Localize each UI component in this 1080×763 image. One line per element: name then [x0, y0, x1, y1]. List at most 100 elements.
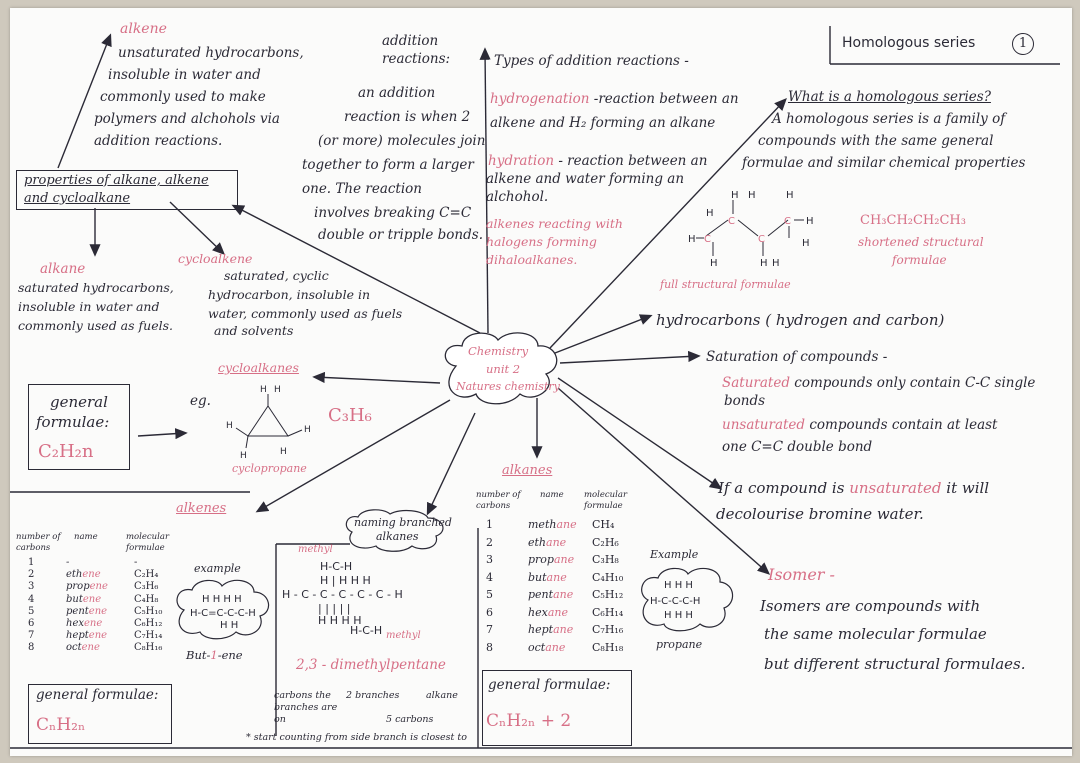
general-formula: C₂H₂n — [38, 441, 94, 462]
alkanes-col-number: number of carbons — [476, 490, 521, 511]
row-number: 3 — [486, 553, 493, 566]
hydrocarbons-word: hydrocarbons — [656, 311, 761, 329]
alkane-line: insoluble in water and — [18, 299, 160, 314]
row-name-stem: but — [528, 570, 547, 584]
row-name-stem: oct — [528, 640, 546, 654]
saturated-line2: bonds — [724, 393, 766, 409]
types-heading: Types of addition reactions - — [494, 53, 689, 69]
row-number: 4 — [486, 570, 493, 584]
row-name: ethane — [528, 536, 566, 551]
svg-text:H-C-H: H-C-H — [350, 624, 382, 637]
alkanes-col-formula: molecular formulae — [584, 490, 628, 511]
unsaturated-line2: one C=C double bond — [722, 439, 873, 455]
svg-text:H: H — [806, 216, 814, 227]
isomer-line: Isomers are compounds with — [760, 597, 981, 615]
alkane-example-cloud: H H H H-C-C-C-H H H H — [641, 567, 734, 632]
hydrocarbons-node: hydrocarbons ( hydrogen and carbon) — [656, 310, 944, 330]
page-number: 1 — [1012, 33, 1034, 55]
row-name: octene — [66, 641, 100, 655]
eg-label: eg. — [190, 393, 211, 409]
saturated-line: Saturated compounds only contain C-C sin… — [722, 374, 1035, 392]
row-name-stem: but — [66, 593, 83, 605]
center-line: Natures chemistry — [456, 380, 560, 393]
center-line: unit 2 — [486, 362, 521, 376]
alkene-line: addition reactions. — [94, 133, 223, 149]
hydration-line3: alchohol. — [486, 189, 549, 205]
svg-text:C: C — [784, 216, 791, 227]
svg-text:C: C — [704, 234, 711, 245]
row-formula: - — [134, 557, 138, 568]
svg-text:H H H: H H H — [664, 580, 693, 591]
row-name-suffix: ane — [546, 570, 567, 584]
row-name-suffix: ane — [546, 535, 567, 549]
alkanes-col-name: name — [540, 490, 564, 500]
methyl-left: methyl — [298, 544, 333, 555]
row-number: 2 — [28, 569, 35, 581]
svg-text:H: H — [240, 451, 247, 460]
addition-line: involves breaking C=C — [314, 205, 472, 221]
bromine-term: unsaturated — [849, 479, 942, 497]
row-formula: C₇H₁₆ — [592, 623, 624, 636]
row-name-stem: pent — [66, 605, 89, 617]
row-name-stem: hex — [528, 605, 548, 619]
svg-text:H: H — [274, 385, 281, 395]
row-name-suffix: ane — [553, 623, 574, 636]
row-name-stem: hex — [66, 618, 84, 629]
alkane-example-name: propane — [656, 638, 703, 651]
row-name-suffix: ane — [545, 640, 566, 654]
alkane-line: saturated hydrocarbons, — [18, 280, 174, 295]
row-name: heptane — [528, 623, 573, 638]
row-formula: CH₄ — [592, 518, 615, 531]
svg-text:H-C=C-C-C-H: H-C=C-C-C-H — [190, 608, 256, 619]
alkene-line: polymers and alchohols via — [94, 111, 280, 127]
row-number: 1 — [486, 518, 493, 531]
addition-line: (or more) molecules join — [318, 133, 486, 149]
row-number: 3 — [28, 581, 35, 593]
alkane-heading: alkane — [40, 261, 86, 277]
properties-line2: and cycloalkane — [24, 191, 131, 206]
row-number: 5 — [28, 605, 35, 617]
row-number: 6 — [486, 605, 493, 619]
branched-cloud-line: alkanes — [376, 530, 419, 543]
shortened-formula: CH₃CH₂CH₂CH₃ — [860, 213, 966, 228]
svg-text:C: C — [758, 234, 765, 245]
svg-text:H: H — [260, 385, 267, 395]
alkene-line: commonly used to make — [100, 89, 266, 105]
methyl-right: methyl — [386, 630, 421, 641]
row-name-suffix: ane — [556, 518, 577, 531]
halogen-line: halogens forming — [486, 234, 597, 249]
row-formula: C₈H₁₈ — [592, 640, 624, 654]
svg-text:H: H — [786, 190, 794, 201]
isomer-line: but different structural formulaes. — [764, 655, 1026, 673]
addition-heading: reactions: — [382, 51, 451, 67]
alkenes-general-box — [28, 684, 172, 744]
row-name-stem: oct — [66, 642, 82, 654]
hydration-term: hydration — [488, 153, 555, 169]
svg-text:H | H H H: H | H H H — [320, 574, 371, 587]
addition-line: double or tripple bonds. — [318, 227, 483, 243]
row-name-suffix: ene — [81, 642, 100, 654]
row-formula: C₂H₆ — [592, 535, 619, 549]
alkanes-general-label: general formulae: — [488, 677, 611, 693]
addition-heading: addition — [382, 33, 439, 49]
svg-text:H-C-H: H-C-H — [320, 560, 352, 573]
halogen-line: alkenes reacting with — [486, 216, 623, 231]
saturated-term: Saturated — [722, 375, 790, 391]
svg-text:H: H — [731, 190, 739, 201]
shortened-label: formulae — [892, 253, 947, 267]
row-number: 5 — [486, 588, 493, 601]
isomer-heading: Isomer - — [768, 565, 835, 584]
hydrogenation-line2: alkene and H₂ forming an alkane — [490, 115, 716, 131]
row-name-stem: hept — [66, 630, 89, 642]
row-name: ethene — [66, 568, 101, 582]
hydration-text: - reaction between an — [558, 153, 708, 169]
saturation-heading: Saturation of compounds - — [706, 349, 888, 365]
svg-text:H H H: H H H — [664, 610, 693, 621]
row-formula: C₅H₁₂ — [592, 588, 624, 601]
general-label: formulae: — [36, 413, 110, 431]
branched-name: 2,3 - dimethylpentane — [296, 657, 446, 673]
center-line: Chemistry — [468, 344, 529, 358]
notes-page: Homologous series 1 alkene unsaturated h… — [10, 8, 1072, 756]
row-formula: C₆H₁₂ — [134, 618, 163, 629]
row-number: 7 — [28, 630, 35, 642]
